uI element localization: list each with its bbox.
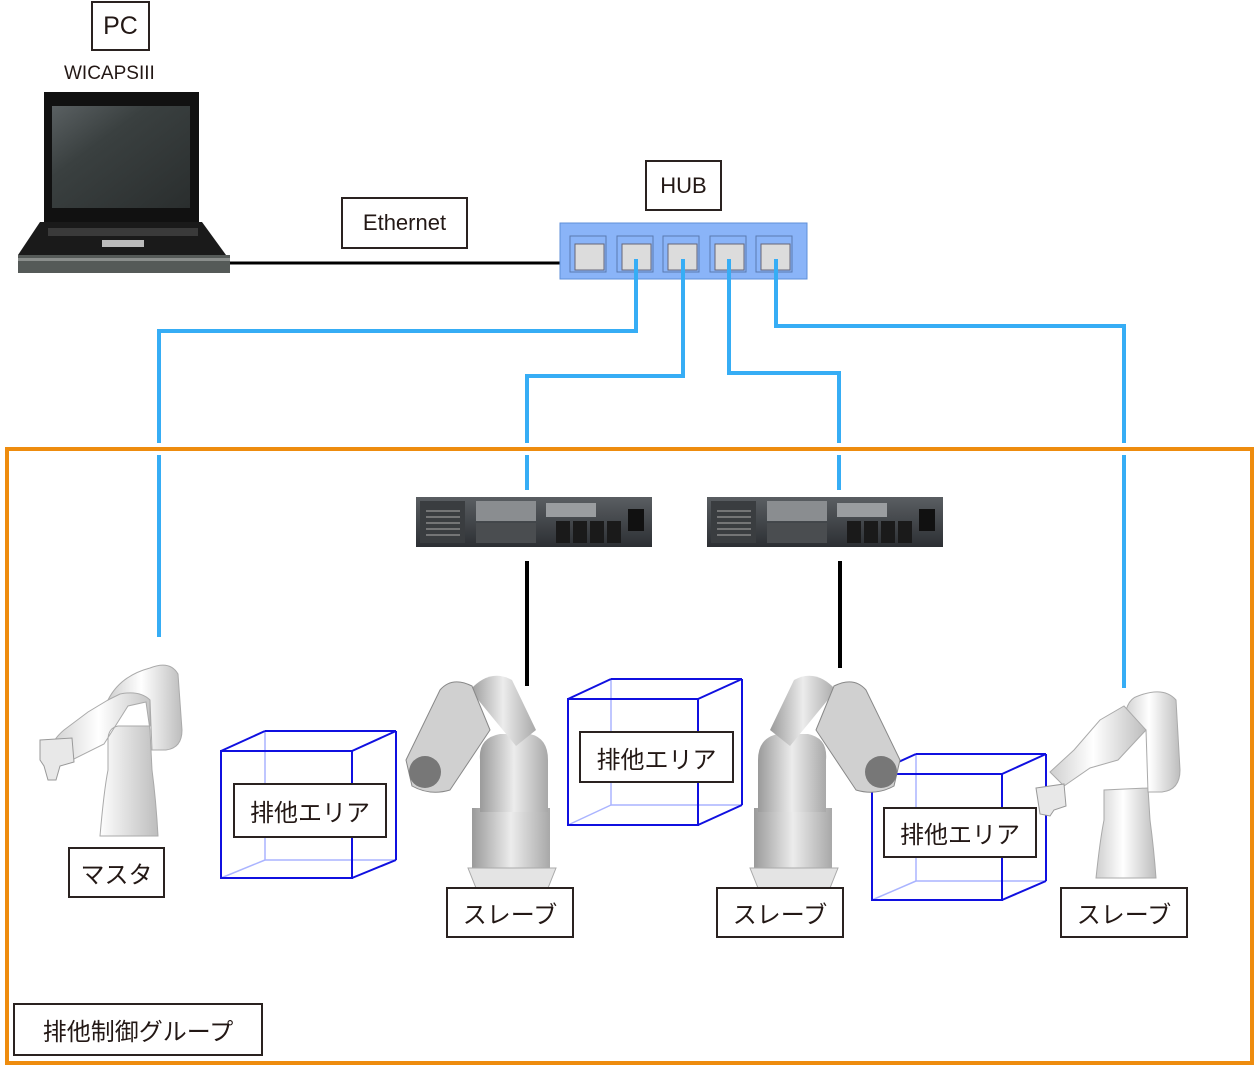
network-line-slave-3: [774, 259, 1126, 443]
pc-label: PC: [91, 1, 150, 51]
exclusive-control-group-border: [5, 447, 1254, 1065]
hub-label: HUB: [645, 160, 722, 211]
master-robot-icon: [39, 664, 183, 837]
slave-robot-icon: [749, 675, 901, 889]
exclusive-area-label: 排他エリア: [233, 783, 387, 838]
exclusive-area-label: 排他エリア: [883, 807, 1037, 858]
slave-robot-icon: [405, 675, 557, 889]
hub-device: [559, 222, 808, 280]
master-robot-label: マスタ: [68, 847, 165, 898]
hub-port: [616, 235, 654, 273]
hub-port: [569, 235, 607, 273]
network-line-master: [157, 259, 638, 443]
slave-robot-label: スレーブ: [1060, 887, 1188, 938]
exclusive-control-group-label: 排他制御グループ: [13, 1003, 263, 1056]
slave-robot-label: スレーブ: [446, 887, 574, 938]
robot-controller-icon: [416, 497, 652, 547]
network-line-controller-2: [727, 259, 841, 443]
exclusive-area-cube: [567, 678, 743, 826]
pc-model-label: WICAPSIII: [64, 63, 155, 84]
ethernet-label: Ethernet: [341, 197, 468, 249]
laptop-pc-icon: [18, 92, 230, 273]
slave-robot-label: スレーブ: [716, 887, 844, 938]
slave-collaborative-robot-icon: [1035, 691, 1181, 879]
network-line-controller-1: [525, 259, 685, 443]
exclusive-area-label: 排他エリア: [579, 731, 734, 783]
robot-controller-icon: [707, 497, 943, 547]
